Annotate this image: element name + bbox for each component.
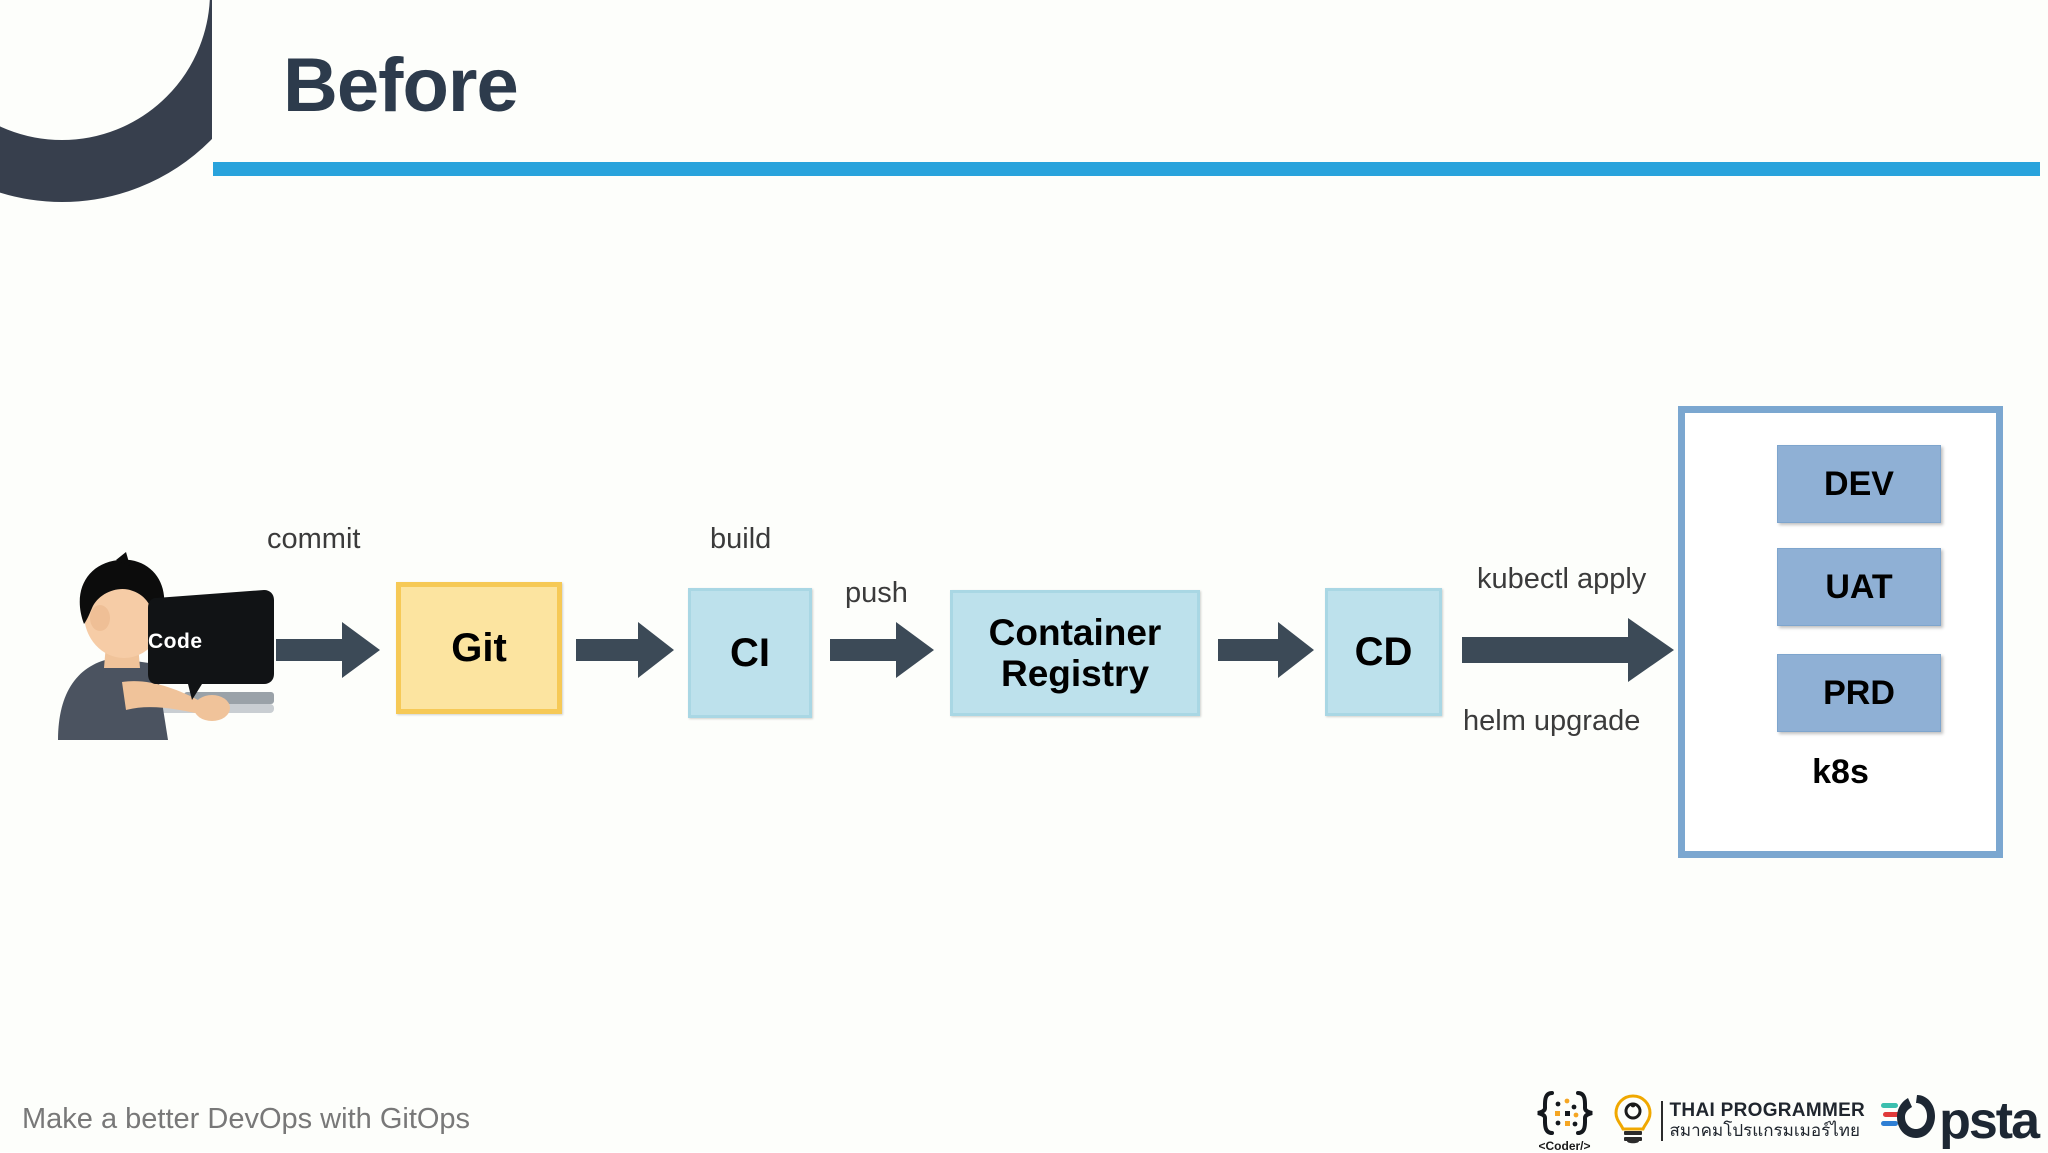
opsta-wordmark: psta (1939, 1092, 2040, 1150)
k8s-cluster-label: k8s (1812, 753, 1869, 791)
coder-logo-caption: <Coder/> (1538, 1138, 1591, 1153)
edge-label-commit: commit (267, 523, 361, 555)
node-ci[interactable]: CI (688, 588, 812, 718)
footer-logos: <Coder/> THAI PROGRAMMER สมาคมโปรแกรมเมอ… (1534, 1090, 2040, 1153)
env-box-uat[interactable]: UAT (1777, 548, 1941, 626)
edge-label-kubectl-apply: kubectl apply (1477, 563, 1647, 595)
node-container-registry[interactable]: Container Registry (950, 590, 1200, 716)
thai-programmer-logo: THAI PROGRAMMER สมาคมโปรแกรมเมอร์ไทย (1612, 1093, 1866, 1150)
arrow-ci-to-registry (830, 622, 934, 678)
edge-label-build: build (710, 523, 772, 555)
arrow-git-to-ci (576, 622, 674, 678)
braces-icon (1534, 1090, 1596, 1139)
registry-label-line1: Container (988, 611, 1162, 653)
code-screen-label: Code (148, 630, 203, 653)
developer-illustration (52, 552, 280, 740)
thai-programmer-name-th: สมาคมโปรแกรมเมอร์ไทย (1669, 1121, 1860, 1141)
arrow-registry-to-cd (1218, 622, 1314, 678)
env-box-prd[interactable]: PRD (1777, 654, 1941, 732)
coder-logo: <Coder/> (1534, 1090, 1596, 1153)
edge-label-helm-upgrade: helm upgrade (1463, 705, 1641, 737)
opsta-mark-icon (1881, 1091, 1939, 1152)
footer-note: Make a better DevOps with GitOps (22, 1103, 471, 1135)
node-cd[interactable]: CD (1325, 588, 1442, 716)
thai-programmer-name-en: THAI PROGRAMMER (1669, 1100, 1866, 1122)
lightbulb-icon (1612, 1093, 1654, 1150)
node-git[interactable]: Git (396, 582, 562, 714)
registry-label-line2: Registry (1000, 653, 1150, 694)
edge-label-push: push (845, 577, 908, 609)
page-title: Before (283, 43, 519, 128)
opsta-logo: psta (1881, 1091, 2040, 1152)
arrow-cd-to-k8s (1462, 618, 1674, 682)
arc-mask (212, 0, 292, 220)
arrow-dev-to-git (276, 622, 380, 678)
logo-divider (1660, 1101, 1663, 1141)
k8s-cluster-boundary: DEV UAT PRD k8s (1678, 406, 2003, 858)
title-underline-rule (213, 162, 2040, 176)
env-box-dev[interactable]: DEV (1777, 445, 1941, 523)
